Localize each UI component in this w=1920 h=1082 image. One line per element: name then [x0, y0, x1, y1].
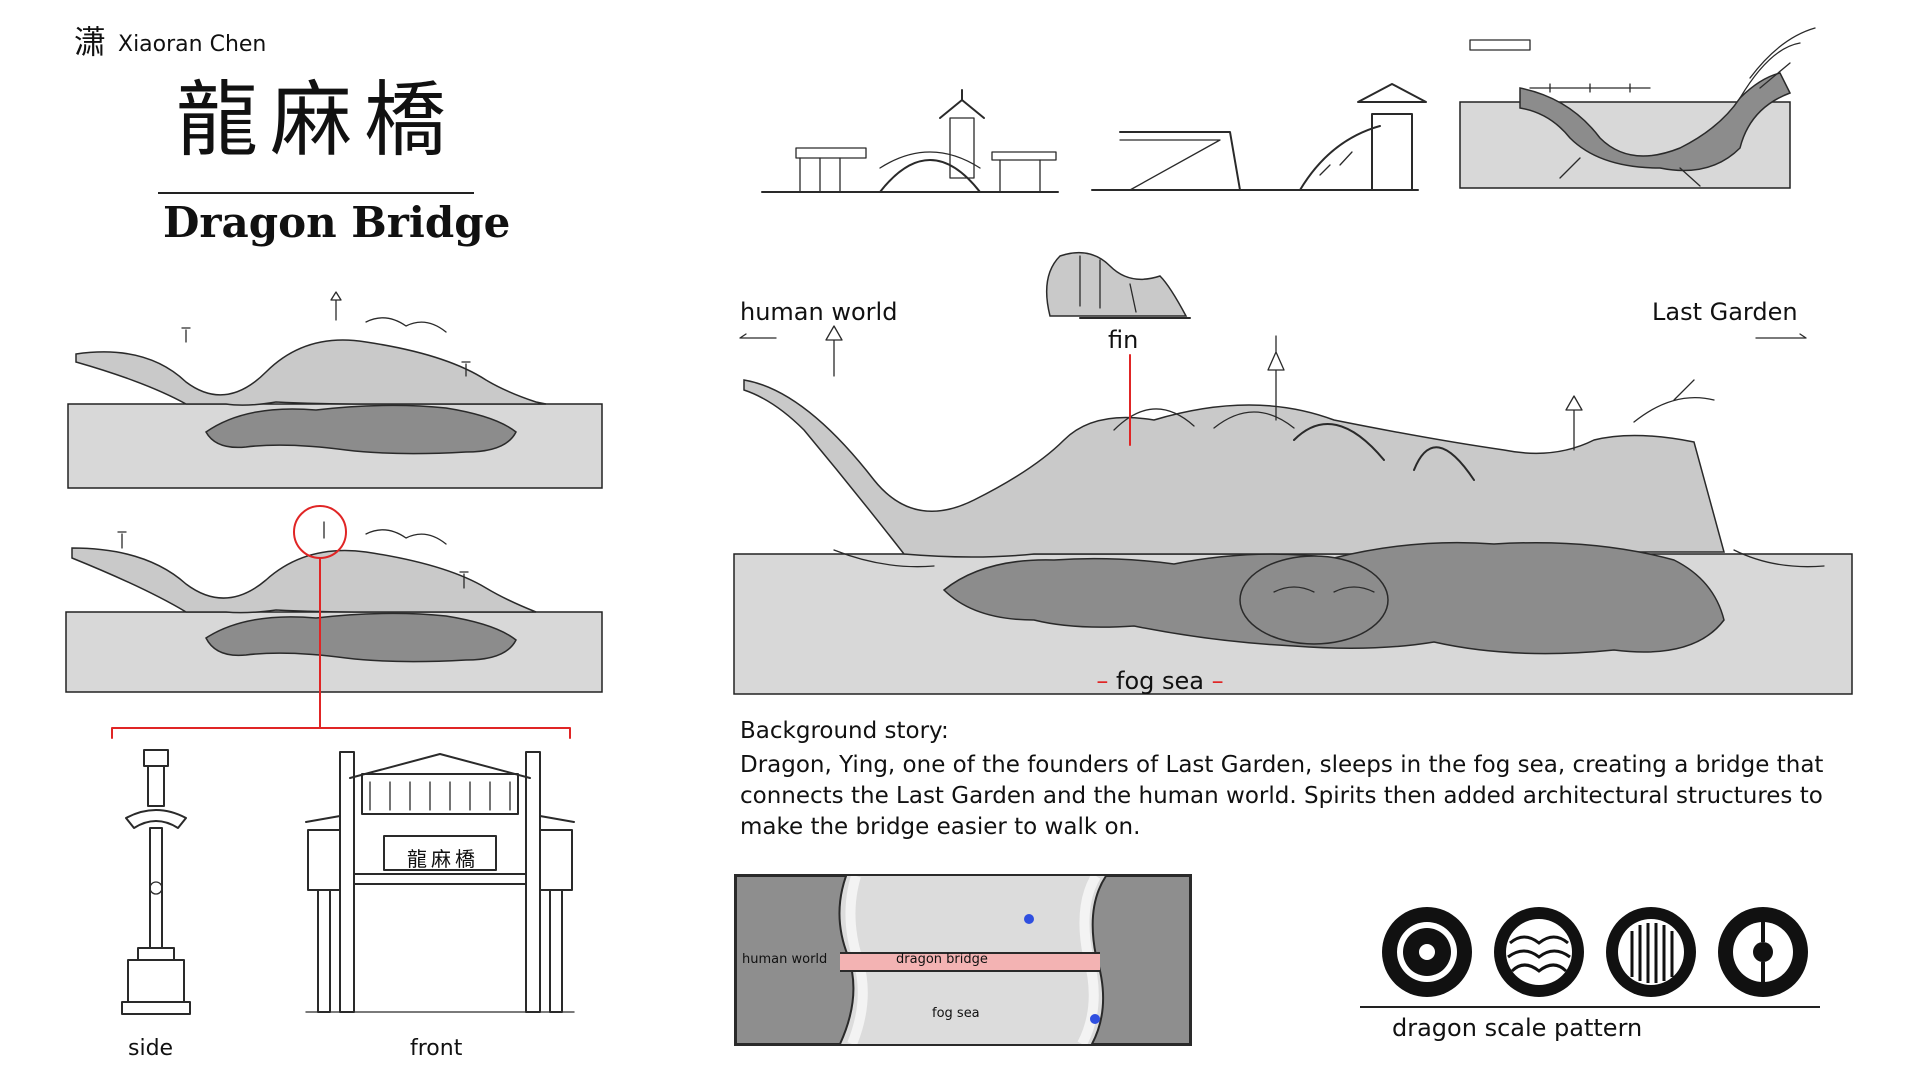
- map-marker: [1090, 1014, 1100, 1024]
- english-title: Dragon Bridge: [163, 198, 511, 247]
- map-dragon-bridge-label: dragon bridge: [896, 952, 988, 967]
- front-gate-drawing: [305, 751, 575, 1013]
- scale-caption: dragon scale pattern: [1392, 1014, 1643, 1042]
- map-fog-sea-label: fog sea: [932, 1006, 980, 1021]
- fin-callout-line: [1129, 354, 1131, 446]
- chinese-title: 龍麻橋: [176, 73, 459, 168]
- title-divider: [158, 192, 474, 194]
- dragon-side-sketch-2: [65, 521, 603, 693]
- story-body: Dragon, Ying, one of the founders of Las…: [740, 752, 1824, 840]
- bridge-elevation-sketch-1: [761, 89, 1059, 193]
- story-heading: Background story:: [740, 718, 949, 744]
- bridge-elevation-sketch-2: [1091, 83, 1427, 191]
- fog-sea-text: fog sea: [1116, 667, 1204, 695]
- dragon-bridge-thumbnail: [1459, 27, 1816, 189]
- fog-sea-label: – fog sea –: [1096, 667, 1224, 695]
- scale-pattern-ring: [1382, 907, 1472, 997]
- fin-sketch: [1045, 251, 1191, 319]
- gate-sign-text: 龍麻橋: [407, 847, 479, 871]
- front-label: front: [410, 1036, 463, 1061]
- left-arrow: [739, 333, 777, 339]
- main-dragon-bridge-sketch: [733, 325, 1853, 695]
- map-human-world-label: human world: [742, 952, 828, 967]
- right-arrow: [1755, 333, 1807, 339]
- scale-pattern-lines: [1606, 907, 1696, 997]
- fin-label: fin: [1108, 326, 1139, 354]
- scale-pattern-lattice: [1494, 907, 1584, 997]
- dragon-side-sketch-1: [67, 291, 603, 489]
- author-seal: 潇: [74, 23, 107, 61]
- dragon-bridge-strip: [840, 952, 1100, 972]
- bridge-map: human world dragon bridge fog sea: [734, 874, 1192, 1046]
- human-world-label: human world: [740, 298, 898, 326]
- scale-pattern-crosshair: [1718, 907, 1808, 997]
- side-pillar-drawing: [121, 749, 191, 1015]
- callout-indicator: [111, 505, 571, 739]
- side-label: side: [128, 1036, 174, 1061]
- last-garden-label: Last Garden: [1652, 298, 1798, 326]
- author-name: Xiaoran Chen: [118, 32, 267, 57]
- map-marker: [1024, 914, 1034, 924]
- scale-divider: [1360, 1006, 1820, 1008]
